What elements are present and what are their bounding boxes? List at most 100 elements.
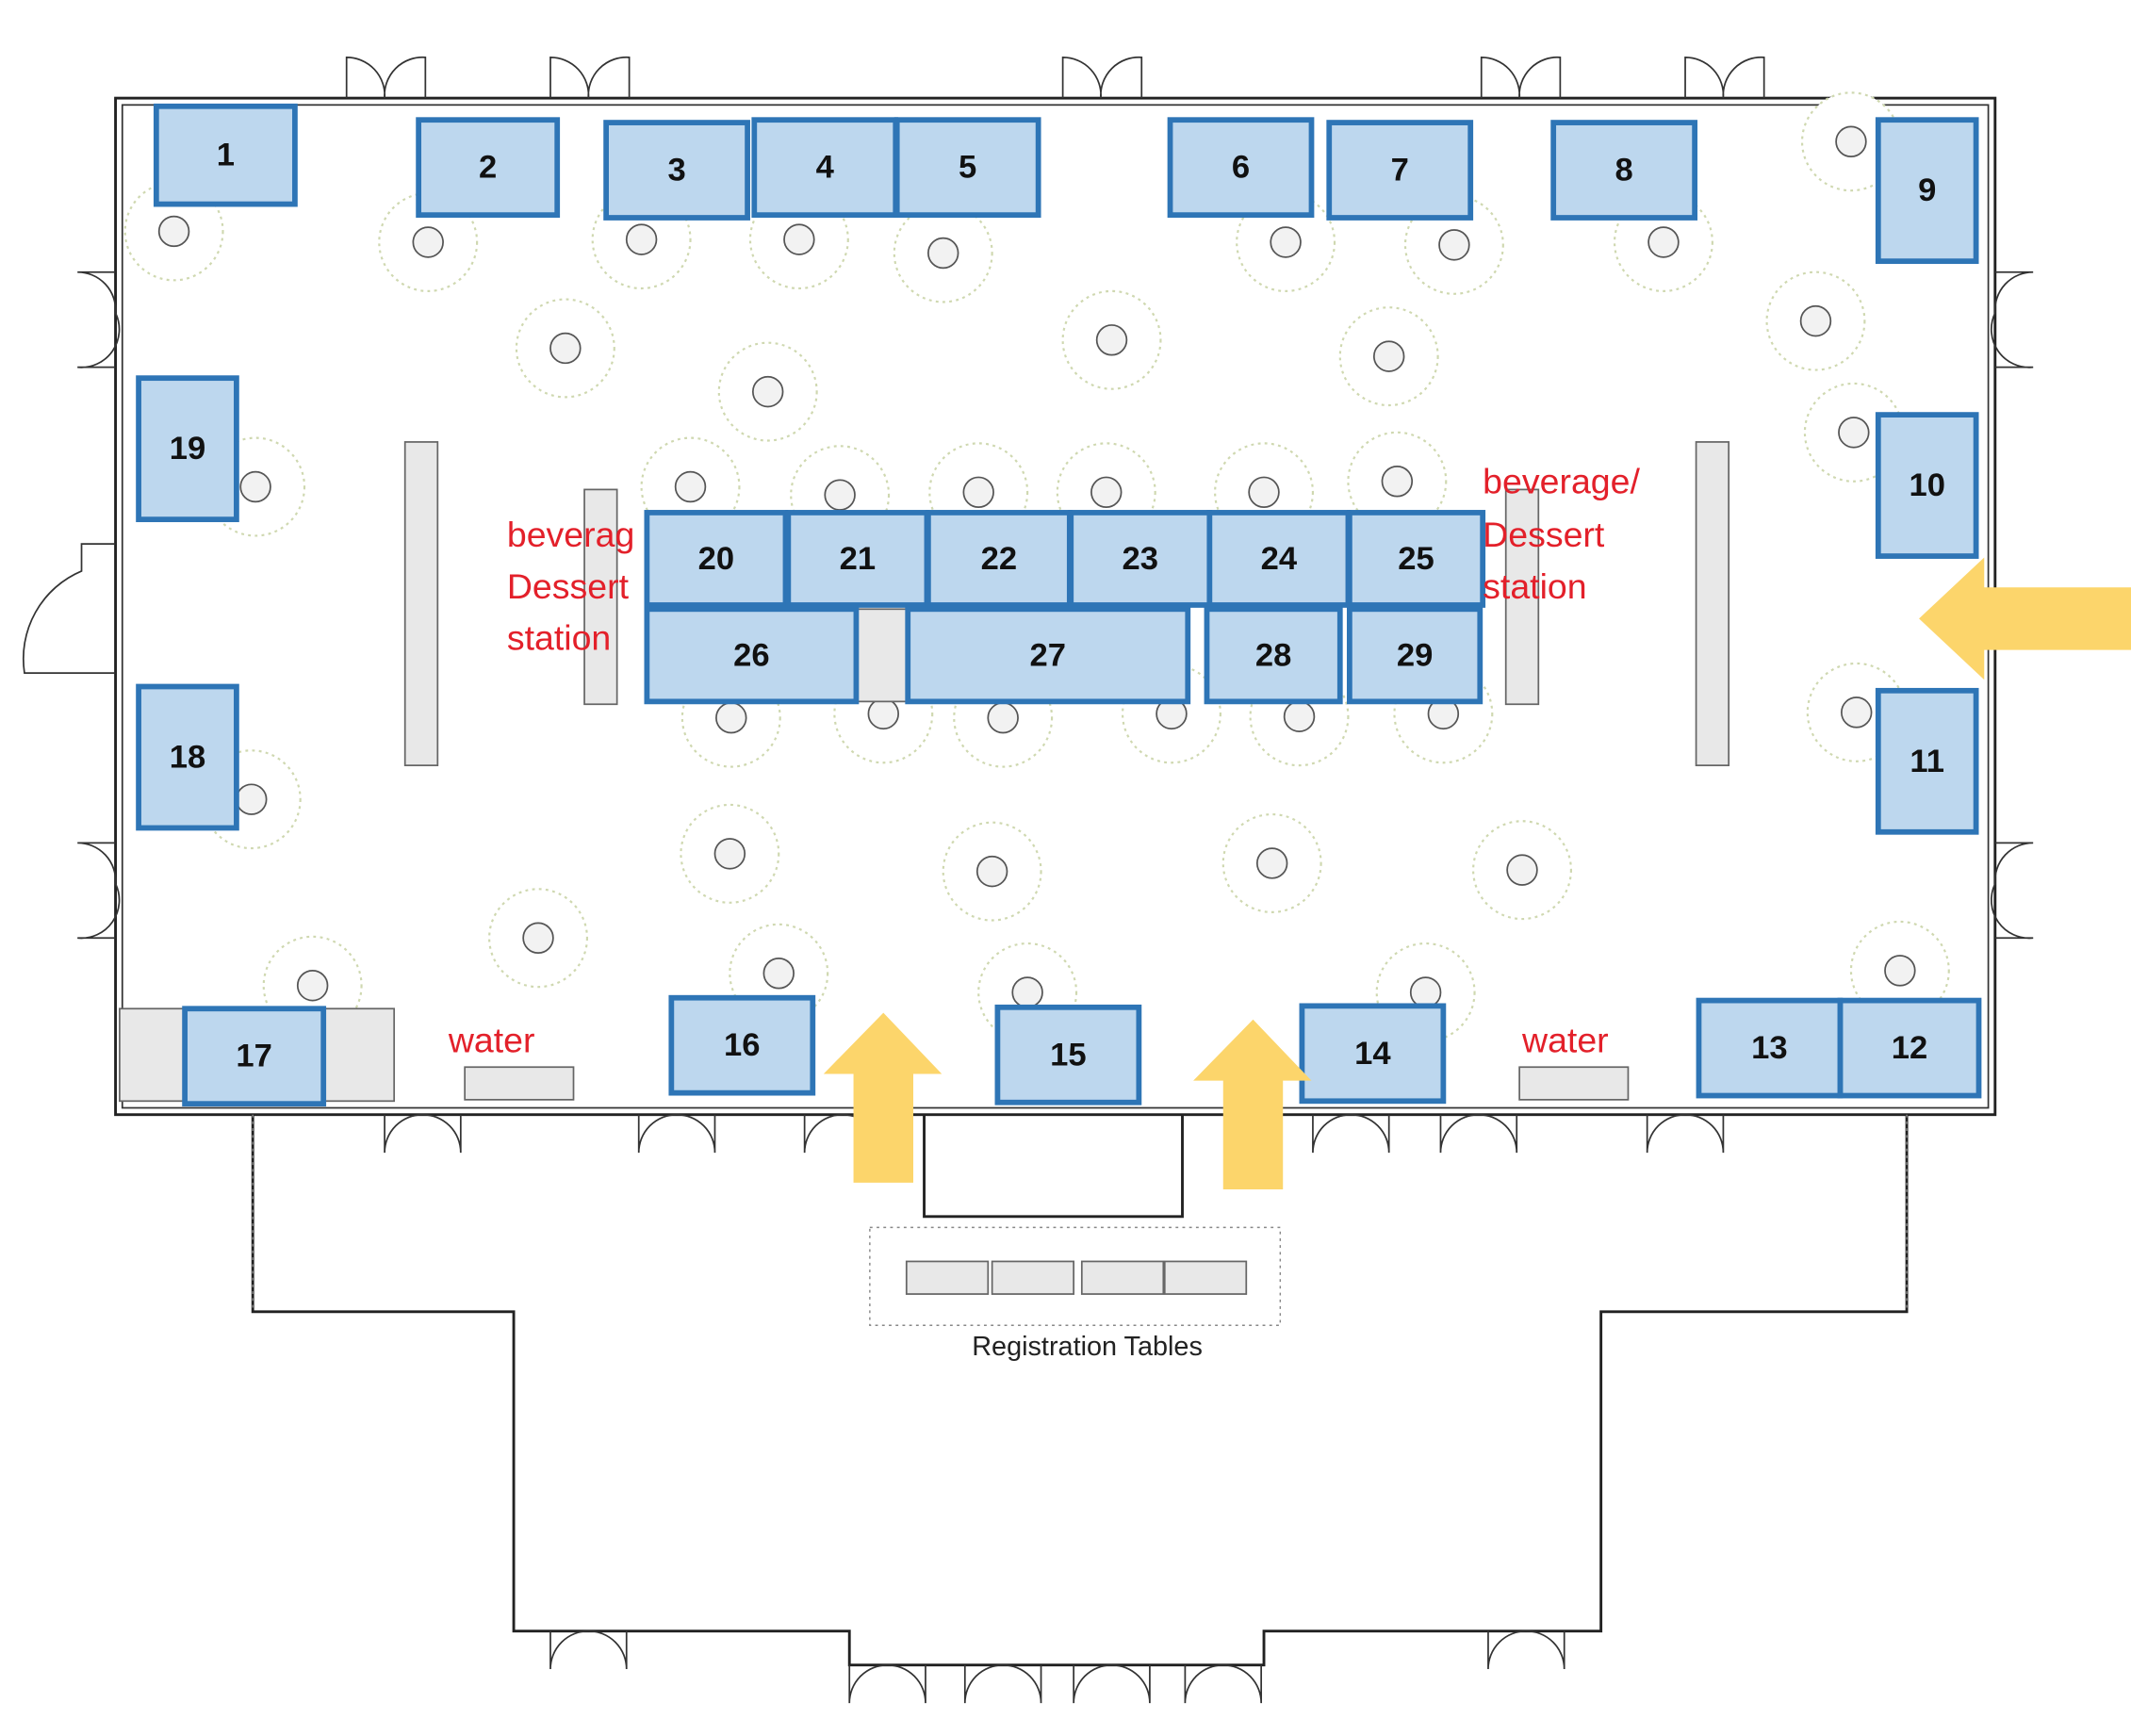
booth-number: 22: [981, 541, 1017, 577]
door-icon: [1990, 842, 2034, 940]
round-table-icon: [1472, 820, 1572, 921]
booth-box: [905, 606, 1191, 705]
buffet-table-icon: [583, 488, 618, 706]
booth-6[interactable]: 6: [1167, 117, 1315, 219]
booth-number: 24: [1261, 541, 1298, 577]
booth-box: [994, 1004, 1142, 1105]
booth-7[interactable]: 7: [1326, 120, 1474, 221]
booth-23[interactable]: 23: [1068, 510, 1213, 608]
door-icon: [1061, 56, 1143, 99]
booth-16[interactable]: 16: [668, 994, 816, 1096]
booth-number: 6: [1232, 150, 1250, 186]
round-table-icon: [488, 888, 589, 989]
door-icon: [549, 56, 631, 99]
booth-number: 12: [1892, 1030, 1927, 1066]
buffet-table-icon: [1504, 488, 1540, 706]
booth-number: 18: [170, 739, 205, 775]
booth-number: 28: [1255, 637, 1291, 673]
booth-4[interactable]: 4: [751, 117, 899, 219]
booth-number: 29: [1397, 637, 1433, 673]
booth-25[interactable]: 25: [1346, 510, 1486, 608]
booth-number: 27: [1030, 637, 1066, 673]
booth-20[interactable]: 20: [644, 510, 789, 608]
door-icon: [1990, 270, 2034, 368]
booth-number: 4: [816, 150, 835, 186]
door-icon: [1646, 1113, 1725, 1154]
booth-1[interactable]: 1: [153, 103, 298, 207]
booth-10[interactable]: 10: [1875, 412, 1979, 559]
round-table-icon: [1221, 812, 1322, 913]
booth-number: 17: [236, 1039, 271, 1074]
booth-9[interactable]: 9: [1875, 117, 1979, 265]
booth-number: 10: [1909, 467, 1944, 503]
round-table-icon: [1849, 920, 1950, 1021]
booth-2[interactable]: 2: [416, 117, 561, 219]
registration-table: [1080, 1260, 1165, 1295]
booth-box: [1875, 687, 1979, 835]
round-table-icon: [1765, 270, 1866, 371]
booth-number: 15: [1050, 1037, 1086, 1073]
door-icon: [77, 842, 121, 940]
booth-11[interactable]: 11: [1875, 687, 1979, 835]
booth-number: 7: [1391, 153, 1409, 188]
booth-14[interactable]: 14: [1299, 1003, 1447, 1105]
booth-box: [1068, 510, 1213, 608]
booth-21[interactable]: 21: [785, 510, 930, 608]
booth-box: [1326, 120, 1474, 221]
booth-number: 21: [840, 541, 876, 577]
booth-3[interactable]: 3: [603, 120, 750, 221]
booth-box: [644, 606, 860, 705]
entrance-arrow-icon: [823, 1012, 943, 1183]
station-label-line: Dessert: [507, 566, 630, 606]
booth-15[interactable]: 15: [994, 1004, 1142, 1105]
booth-box: [1346, 606, 1484, 705]
booth-number: 9: [1918, 172, 1936, 208]
booth-18[interactable]: 18: [136, 683, 239, 831]
booth-27[interactable]: 27: [905, 606, 1191, 705]
booth-13[interactable]: 13: [1696, 997, 1844, 1099]
round-table-icon: [717, 341, 818, 442]
booth-24[interactable]: 24: [1206, 510, 1352, 608]
booth-26[interactable]: 26: [644, 606, 860, 705]
round-table-icon: [680, 803, 780, 904]
booth-12[interactable]: 12: [1837, 997, 1982, 1099]
round-table-icon: [1338, 306, 1439, 407]
booth-5[interactable]: 5: [893, 117, 1041, 219]
water-label: water: [1521, 1020, 1609, 1059]
booth-22[interactable]: 22: [925, 510, 1073, 608]
booth-29[interactable]: 29: [1346, 606, 1484, 705]
booth-8[interactable]: 8: [1550, 120, 1698, 221]
round-table-icon: [893, 203, 993, 303]
booth-number: 3: [667, 153, 685, 188]
round-table-icon: [515, 298, 615, 399]
booth-box: [668, 994, 816, 1096]
booth-box: [1875, 412, 1979, 559]
door-icon: [1184, 1663, 1263, 1704]
booth-box: [925, 510, 1073, 608]
registration-label: Registration Tables: [972, 1332, 1203, 1362]
entrance-arrow-icon: [1919, 557, 2131, 680]
water-table-icon: [464, 1066, 575, 1101]
booth-box: [153, 103, 298, 207]
door-icon: [549, 1630, 628, 1670]
booth-17[interactable]: 17: [182, 1006, 327, 1107]
door-icon: [1480, 56, 1562, 99]
booth-number: 14: [1354, 1036, 1391, 1072]
door-icon: [345, 56, 427, 99]
booth-28[interactable]: 28: [1204, 606, 1343, 705]
booth-number: 25: [1398, 541, 1434, 577]
station-label-line: beverage/: [1483, 462, 1640, 501]
booth-box: [416, 117, 561, 219]
registration-table: [905, 1260, 990, 1295]
booth-box: [1696, 997, 1844, 1099]
booth-box: [1837, 997, 1982, 1099]
booth-number: 13: [1751, 1030, 1787, 1066]
door-icon: [1487, 1630, 1565, 1670]
booth-19[interactable]: 19: [136, 375, 239, 523]
round-table-icon: [1061, 289, 1162, 390]
entrance-arrows: [823, 557, 2131, 1190]
booth-box: [182, 1006, 327, 1107]
buffet-tables: [119, 441, 1730, 1326]
